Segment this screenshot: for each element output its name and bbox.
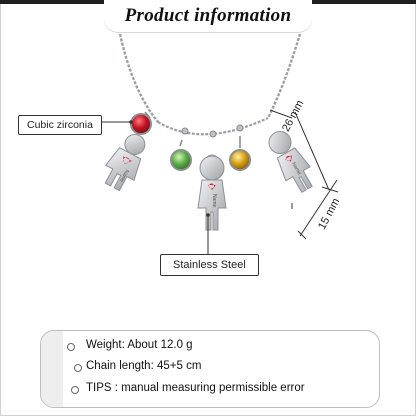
spec-chain-length: Chain length: 45+5 cm bbox=[86, 360, 202, 372]
citrine-gem bbox=[229, 149, 251, 171]
girl-charm-center: Name bbox=[197, 154, 227, 231]
ruby-gem bbox=[130, 113, 152, 135]
dimension-26mm bbox=[269, 109, 339, 193]
bullet-icon bbox=[74, 364, 82, 372]
spec-panel: Weight: About 12.0 g Chain length: 45+5 … bbox=[40, 330, 380, 408]
bullet-icon bbox=[67, 343, 75, 351]
necklace-illustration: Name Name Name bbox=[102, 34, 339, 254]
header-tab bbox=[104, 0, 312, 32]
bead bbox=[181, 127, 189, 135]
bullet-icon bbox=[71, 386, 79, 394]
page-title: Product information bbox=[124, 5, 292, 26]
boy-charm-left: Name bbox=[104, 133, 146, 192]
header-banner: Product information bbox=[0, 0, 416, 34]
engraving-text: Name bbox=[211, 194, 217, 208]
stainless-steel-callout: Stainless Steel bbox=[160, 254, 259, 276]
cubic-zirconia-callout: Cubic zirconia bbox=[18, 115, 102, 135]
dimension-15mm bbox=[291, 179, 338, 240]
bead bbox=[236, 124, 244, 132]
spec-panel-side bbox=[41, 331, 63, 407]
spec-weight: Weight: About 12.0 g bbox=[86, 339, 193, 351]
chain-bottom bbox=[157, 116, 269, 136]
chain-right bbox=[266, 34, 302, 119]
peridot-gem bbox=[170, 149, 192, 171]
spec-tips: TIPS : manual measuring permissible erro… bbox=[86, 382, 305, 394]
bead bbox=[209, 130, 217, 138]
engraving-text: Name bbox=[290, 161, 302, 176]
engraving-text: Name bbox=[118, 168, 130, 183]
chain-left bbox=[118, 34, 159, 123]
girl-charm-right: Name bbox=[268, 131, 313, 193]
